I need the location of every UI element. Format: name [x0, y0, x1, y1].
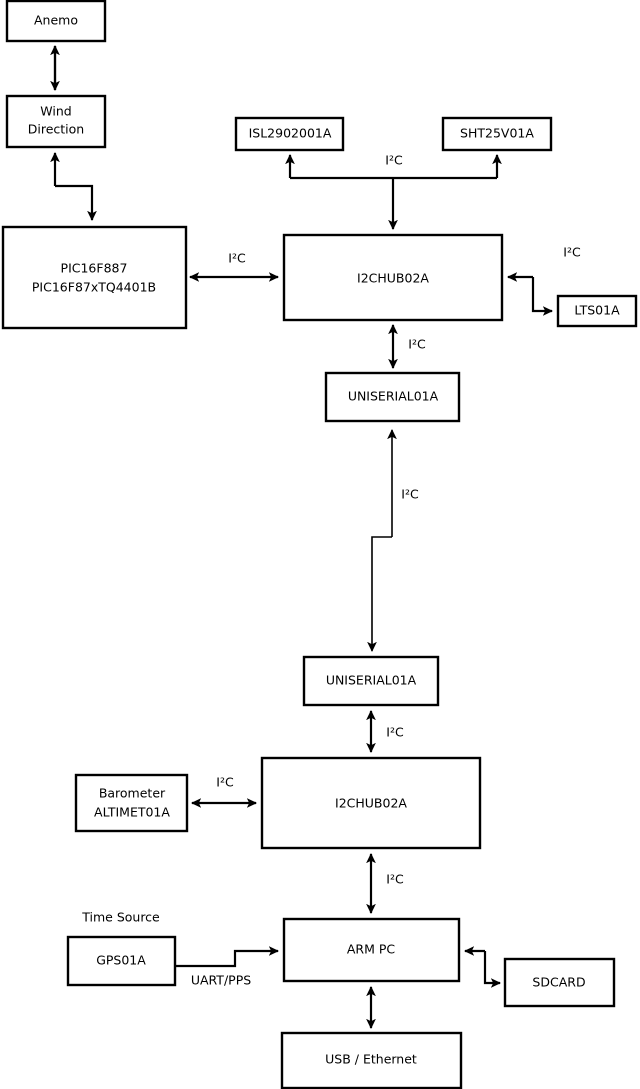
connector-wind-pic [50, 151, 97, 222]
node-barometer-altimet01a[interactable]: Barometer ALTIMET01A [74, 773, 189, 833]
edge-label-gps-armpc: UART/PPS [191, 973, 251, 988]
node-box[interactable] [234, 116, 345, 152]
connector-pic-hubtop: I²C [188, 251, 280, 282]
node-label-gps: GPS01A [96, 953, 146, 968]
connector-line [55, 184, 97, 222]
edge-label-pic-hub: I²C [228, 251, 246, 266]
node-anemo[interactable]: Anemo [5, 0, 107, 43]
edge-label-barometer-hub: I²C [216, 775, 234, 790]
node-usb-ethernet[interactable]: USB / Ethernet [280, 1031, 463, 1089]
connector-hubbot-armpc: I²C [366, 852, 404, 915]
node-uniserial01a-bottom[interactable]: UNISERIAL01A [302, 655, 440, 707]
node-box[interactable] [282, 233, 504, 322]
node-sdcard[interactable]: SDCARD [503, 957, 616, 1008]
connector-barometer-hubbot: I²C [190, 775, 258, 808]
connector-hubtop-uniserialtop: I²C [388, 323, 426, 370]
node-label-hub-bottom: I2CHUB02A [335, 796, 407, 811]
connector-line [367, 536, 392, 653]
node-label-sht: SHT25V01A [460, 126, 534, 141]
node-box[interactable] [556, 294, 638, 328]
node-box[interactable] [503, 957, 616, 1008]
node-i2chub02a-top[interactable]: I2CHUB02A [282, 233, 504, 322]
node-label-pic-line1: PIC16F887 [61, 261, 128, 276]
node-box[interactable] [74, 773, 189, 833]
node-label-barometer-line1: Barometer [99, 786, 166, 801]
node-uniserial01a-top[interactable]: UNISERIAL01A [324, 371, 461, 423]
node-box[interactable] [5, 0, 107, 43]
node-arm-pc[interactable]: ARM PC [282, 917, 461, 983]
node-gps01a[interactable]: GPS01A [66, 935, 177, 987]
node-box[interactable] [280, 1031, 463, 1089]
node-wind-direction[interactable]: Wind Direction [5, 94, 107, 149]
node-label-usbeth: USB / Ethernet [325, 1052, 417, 1067]
edge-label-uniserial-hubbot: I²C [386, 725, 404, 740]
node-box[interactable] [302, 655, 440, 707]
node-label-anemo: Anemo [34, 13, 78, 28]
node-label-wind-line2: Direction [28, 122, 84, 137]
node-sht25v01a[interactable]: SHT25V01A [441, 116, 553, 152]
node-box[interactable] [260, 756, 482, 850]
connector-hubtop-sensors: I²C [285, 153, 502, 231]
node-box[interactable] [282, 917, 461, 983]
connector-uniserial-link: I²C [367, 428, 419, 653]
node-isl2902001a[interactable]: ISL2902001A [234, 116, 345, 152]
connector-gps-armpc: UART/PPS [176, 946, 280, 988]
connector-uniserialbot-hubbot: I²C [366, 709, 404, 754]
node-label-hub-top: I2CHUB02A [357, 271, 429, 286]
node-pic-mcu[interactable]: PIC16F887 PIC16F87xTQ4401B [1, 225, 188, 330]
node-label-wind-line1: Wind [40, 104, 71, 119]
node-label-lts: LTS01A [574, 303, 620, 318]
node-lts01a[interactable]: LTS01A [556, 294, 638, 328]
node-label-isl: ISL2902001A [249, 126, 332, 141]
edge-label-uniserial-link: I²C [401, 487, 419, 502]
node-box[interactable] [1, 225, 188, 330]
node-box[interactable] [5, 94, 107, 149]
edge-label-sensor-bus: I²C [385, 153, 403, 168]
connector-armpc-sdcard [463, 946, 502, 988]
node-label-uniserial-top: UNISERIAL01A [348, 389, 439, 404]
edge-label-hub-uniserial: I²C [408, 337, 426, 352]
edge-label-hub-armpc: I²C [386, 872, 404, 887]
node-i2chub02a-bottom[interactable]: I2CHUB02A [260, 756, 482, 850]
connector-line [531, 277, 554, 316]
node-label-armpc: ARM PC [347, 942, 396, 957]
node-box[interactable] [441, 116, 553, 152]
label-time-source: Time Source [81, 910, 160, 925]
node-box[interactable] [324, 371, 461, 423]
node-box[interactable] [66, 935, 177, 987]
connector-hubtop-lts: I²C [506, 245, 581, 316]
node-label-uniserial-bottom: UNISERIAL01A [326, 673, 417, 688]
connector-line [176, 946, 280, 968]
node-label-barometer-line2: ALTIMET01A [94, 805, 170, 820]
node-label-sdcard: SDCARD [532, 975, 585, 990]
node-label-pic-line2: PIC16F87xTQ4401B [32, 280, 156, 295]
connector-line [483, 951, 502, 988]
edge-label-hub-lts: I²C [563, 245, 581, 260]
